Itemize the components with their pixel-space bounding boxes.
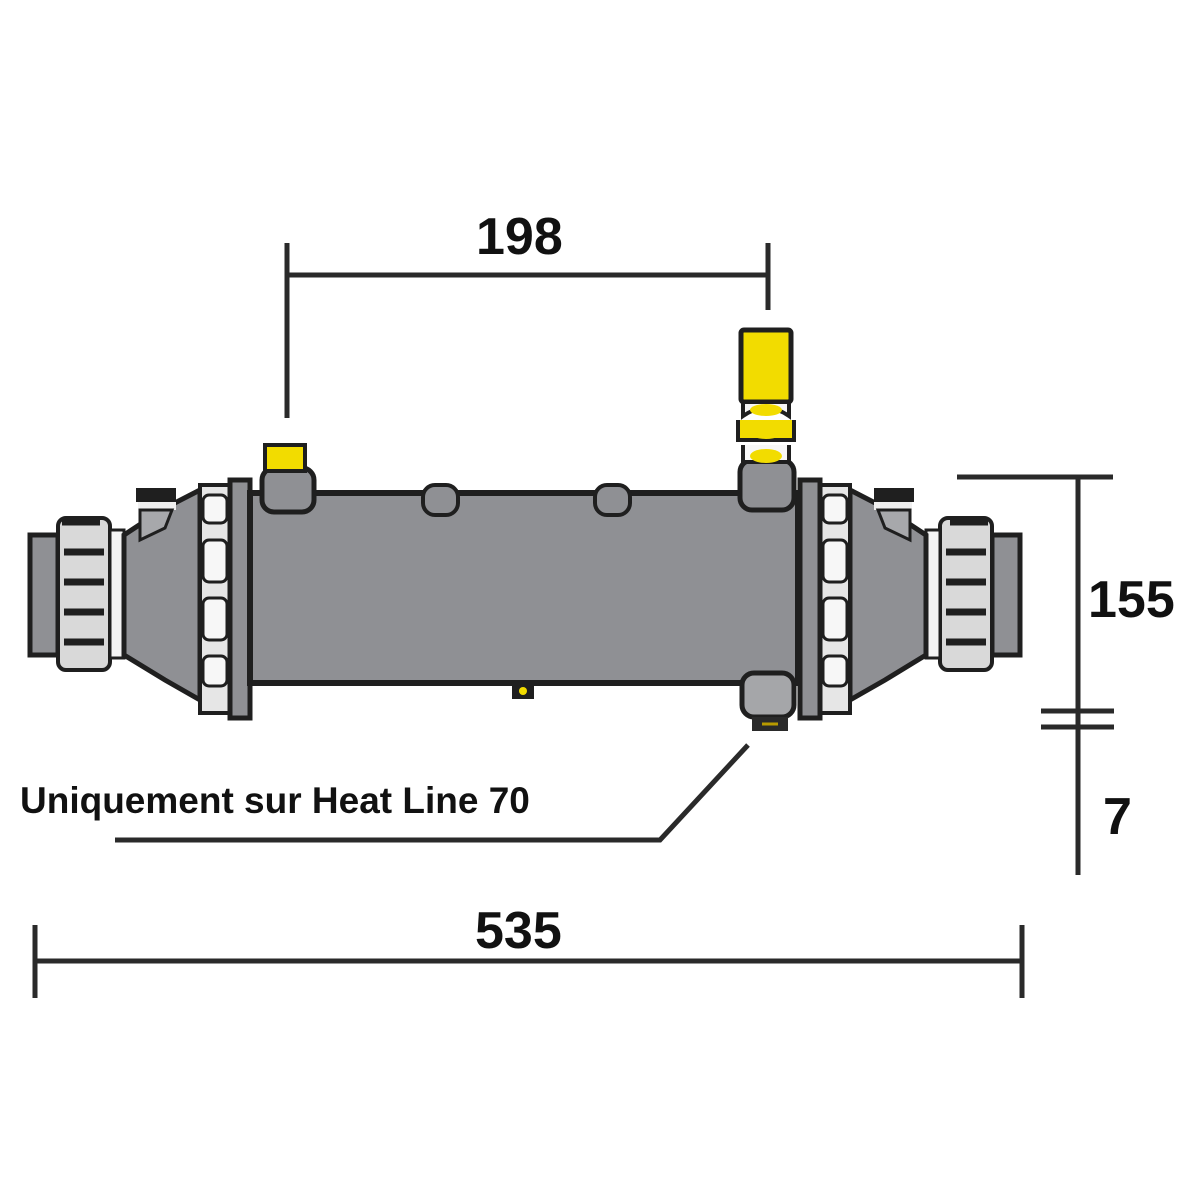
dimension-535-lines xyxy=(32,925,1025,998)
dimension-label-198: 198 xyxy=(476,208,563,266)
exchanger-body xyxy=(247,327,801,731)
dimension-label-155: 155 xyxy=(1088,571,1175,629)
dimension-height-lines xyxy=(957,474,1114,875)
annotation-text: Uniquement sur Heat Line 70 xyxy=(20,780,530,821)
dimension-label-535: 535 xyxy=(475,902,562,960)
annotation-leader-line xyxy=(115,743,750,843)
left-pipe-end xyxy=(27,477,253,721)
dimension-label-7: 7 xyxy=(1103,788,1132,846)
dimension-198-lines xyxy=(284,243,771,418)
right-pipe-end xyxy=(797,477,1023,721)
